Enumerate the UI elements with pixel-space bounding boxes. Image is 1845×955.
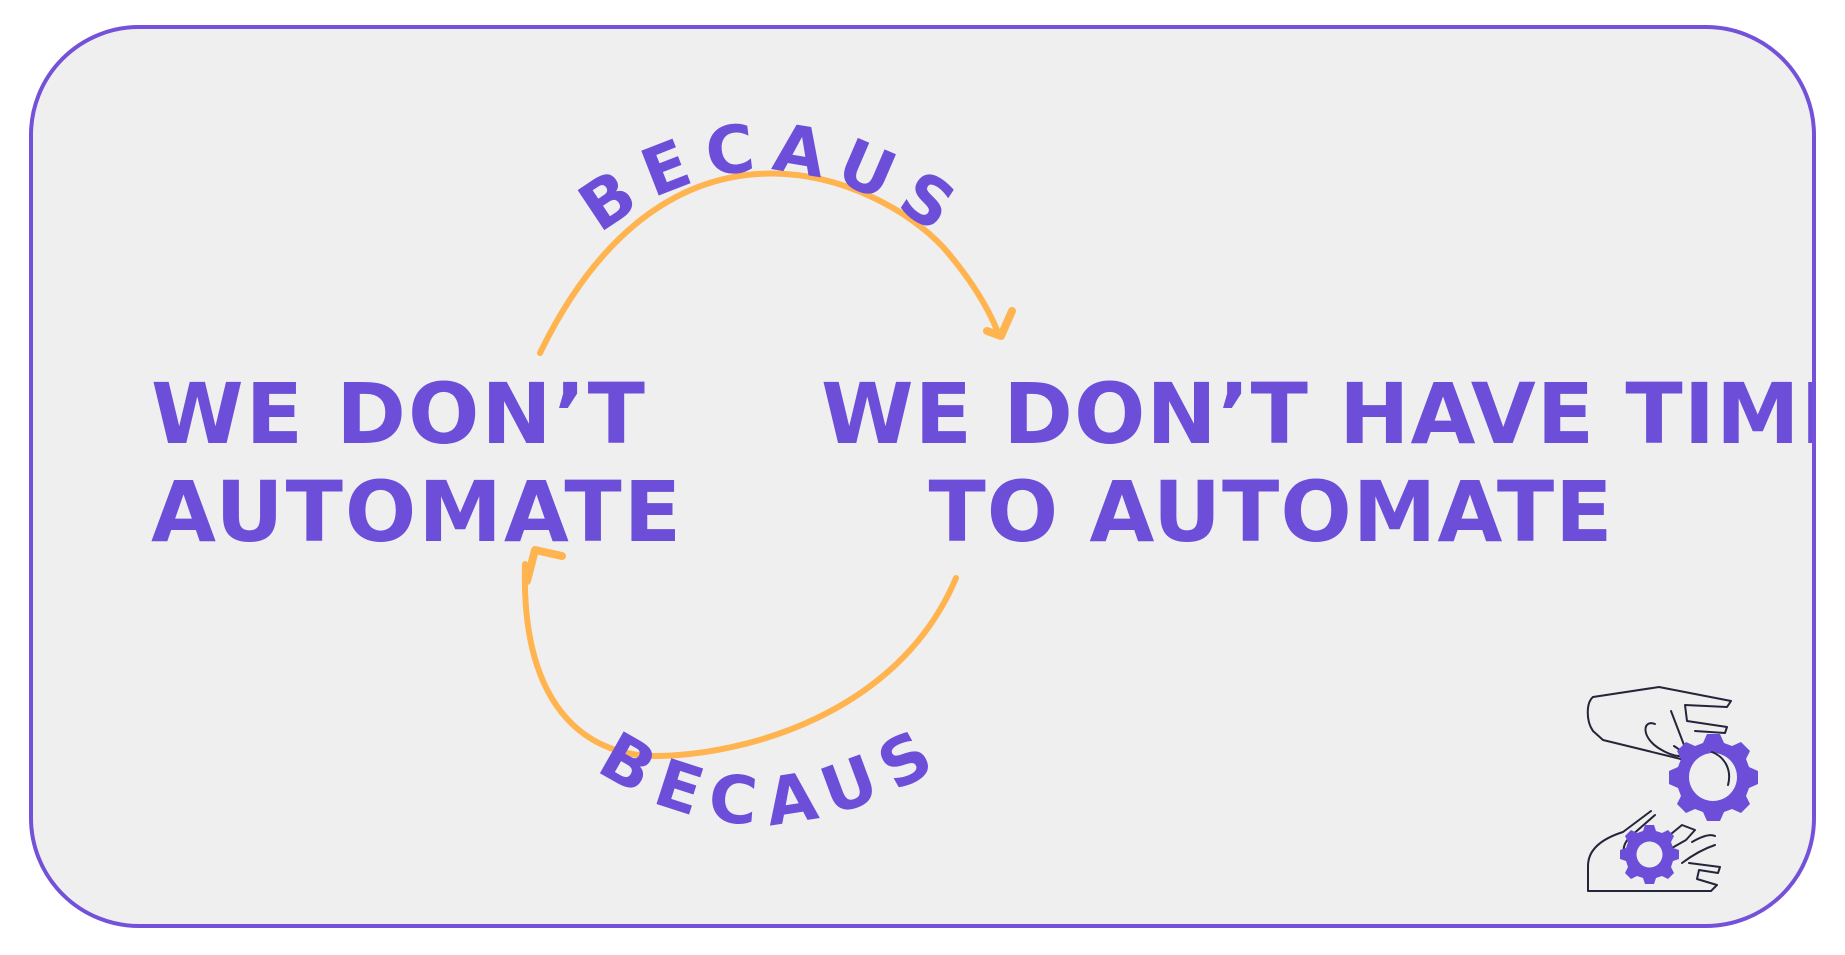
diagram-card: WE DON’T AUTOMATE WE DON’T HAVE TIME TO … <box>29 25 1816 928</box>
top-arrow-arc <box>537 170 1000 356</box>
bottom-arrowhead <box>523 546 566 585</box>
left-statement: WE DON’T AUTOMATE <box>151 365 683 561</box>
left-statement-line-2: AUTOMATE <box>151 463 684 561</box>
hands-and-gear-illustration <box>1586 686 1758 892</box>
top-because-text: BECAUSE <box>33 29 966 254</box>
right-statement: WE DON’T HAVE TIME TO AUTOMATE <box>821 365 1816 561</box>
top-because-label: BECAUSE <box>29 25 980 254</box>
gear-icon <box>1620 734 1758 884</box>
bottom-arrow-arc <box>521 561 959 759</box>
left-statement-line-1: WE DON’T <box>151 365 647 463</box>
right-statement-line-2: TO AUTOMATE <box>928 463 1614 561</box>
cycle-arrows: BECAUSE BECAUSE <box>33 29 1016 842</box>
top-arrowhead <box>983 307 1016 340</box>
right-statement-line-1: WE DON’T HAVE TIME <box>821 365 1816 463</box>
